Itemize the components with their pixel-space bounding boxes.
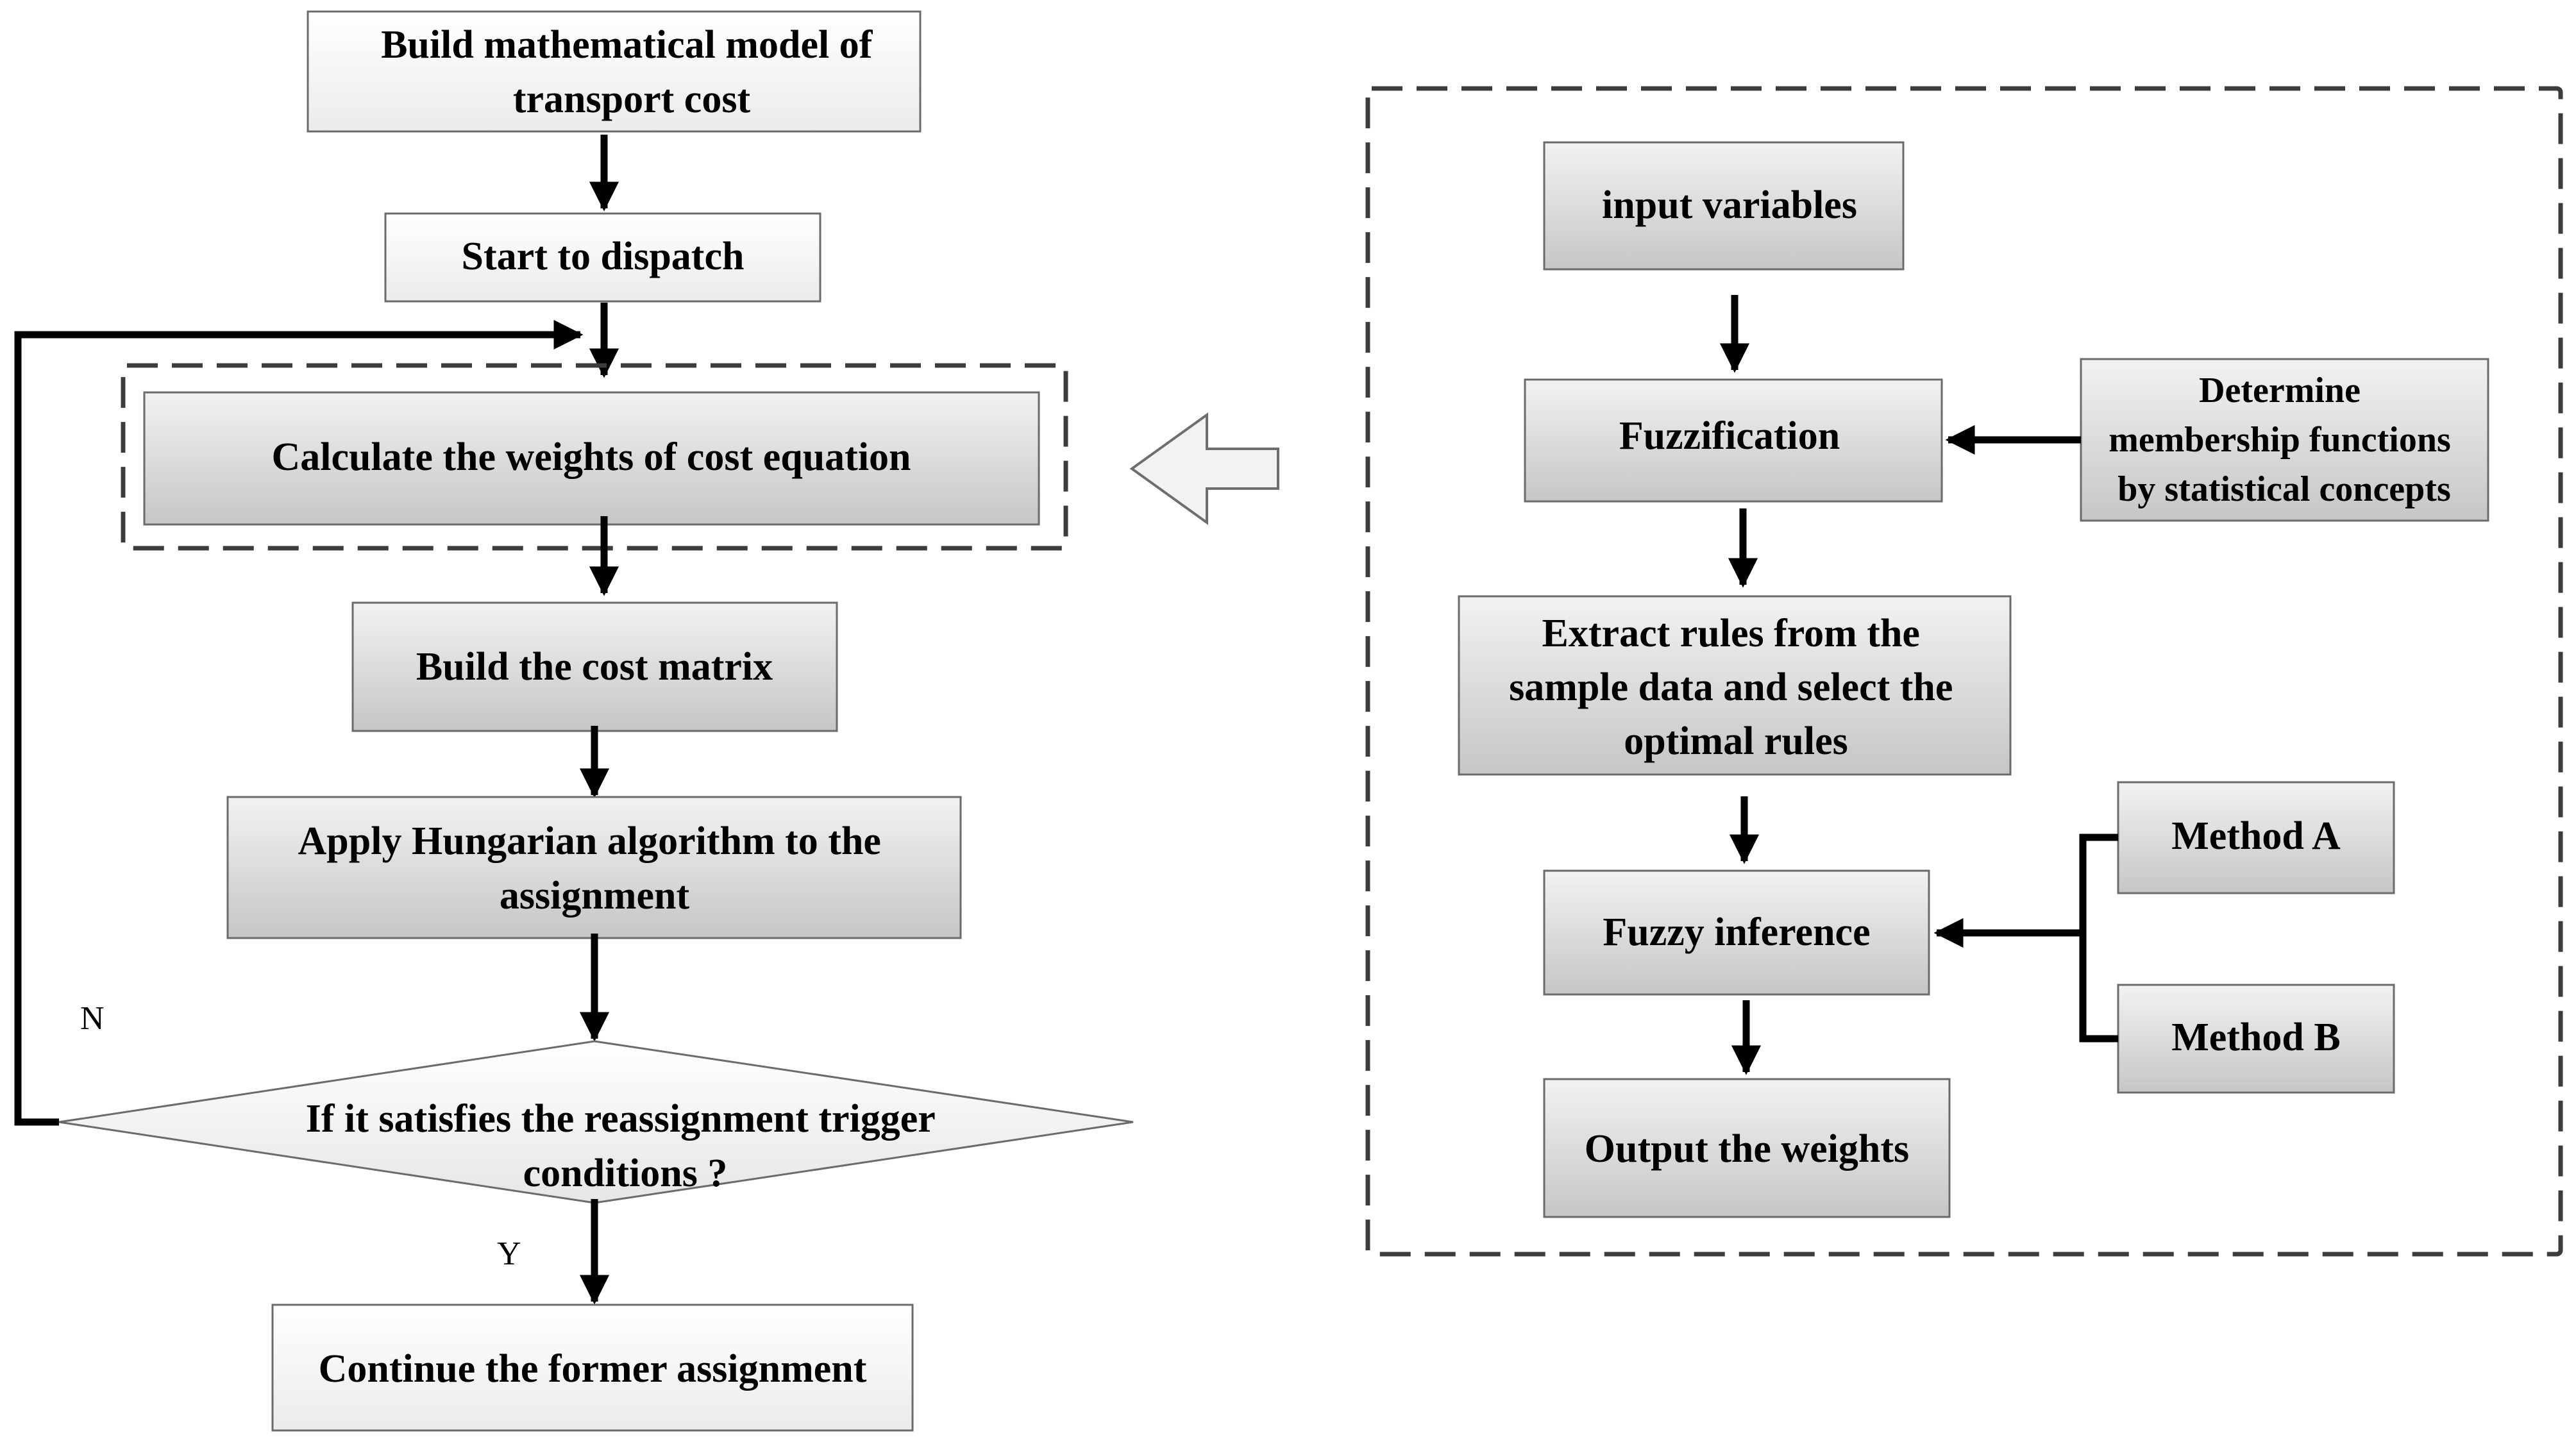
method-b-box [2117, 984, 2395, 1094]
hollow-left-arrow [1129, 412, 1279, 525]
fuzzy-inference-label: Fuzzy inference [1603, 910, 1870, 954]
build-model-label: Build mathematical model of transport co… [381, 23, 882, 121]
label-yes: Y [497, 1236, 521, 1272]
label-no: N [80, 1000, 105, 1037]
cost-matrix-box [351, 601, 838, 732]
extract-rules-box [1458, 595, 2012, 776]
membership-label: Determine membership functions by statis… [2109, 371, 2460, 509]
extract-rules-label: Extract rules from the sample data and s… [1509, 612, 1963, 763]
decision-label: If it satisfies the reassignment trigger… [306, 1097, 945, 1195]
continue-box [271, 1304, 914, 1432]
input-variables-label: input variables [1602, 183, 1857, 227]
fuzzification-box [1524, 378, 1943, 503]
weights-highlight-dashed-frame [121, 363, 1068, 551]
output-weights-label: Output the weights [1585, 1127, 1909, 1171]
loop-arrow-no [14, 319, 584, 1126]
build-model-box [307, 10, 922, 133]
input-variables-box [1543, 141, 1905, 271]
hungarian-box [226, 796, 962, 939]
output-weights-box [1543, 1078, 1951, 1218]
fuzzification-label: Fuzzification [1619, 414, 1840, 458]
calc-weights-box [143, 391, 1040, 526]
membership-box [2080, 358, 2489, 522]
method-a-label: Method A [2171, 814, 2341, 858]
start-dispatch-box [384, 212, 821, 303]
cost-matrix-label: Build the cost matrix [416, 645, 773, 689]
start-dispatch-label: Start to dispatch [462, 235, 745, 278]
method-a-box [2117, 781, 2395, 894]
method-b-label: Method B [2171, 1016, 2341, 1059]
hungarian-label: Apply Hungarian algorithm to the assignm… [298, 819, 891, 918]
calc-weights-label: Calculate the weights of cost equation [271, 435, 911, 479]
continue-label: Continue the former assignment [319, 1347, 867, 1391]
fuzzy-inference-box [1543, 869, 1930, 996]
fuzzy-system-dashed-frame [1365, 86, 2563, 1257]
methods-bracket-connector [2079, 834, 2118, 1043]
